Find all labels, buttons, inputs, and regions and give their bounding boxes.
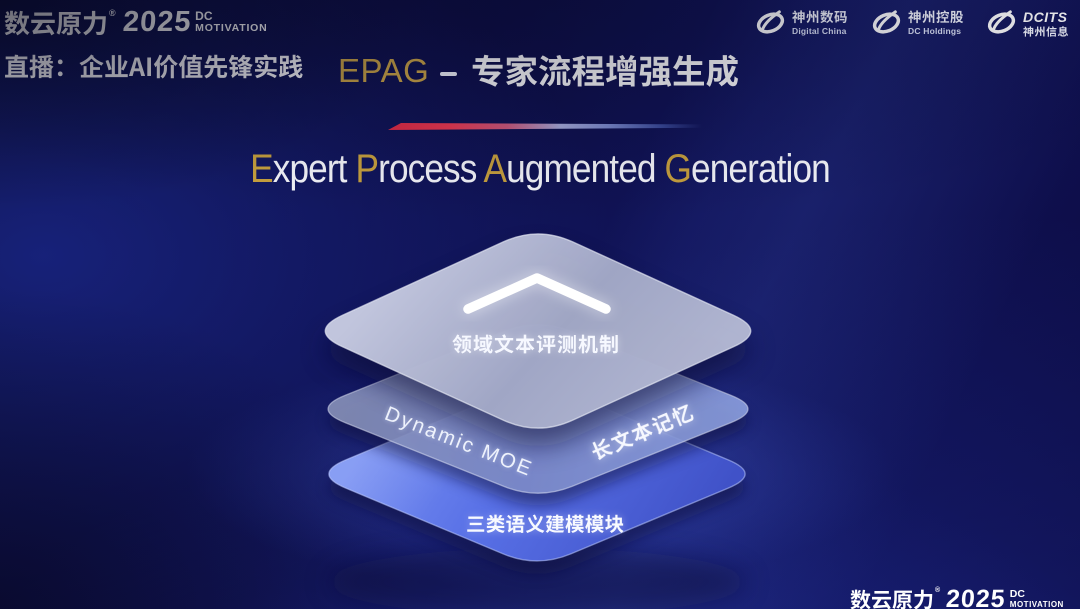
partner-logo-en: DCITS [1023, 8, 1068, 25]
subtitle-en: Expert Process Augmented Generation [65, 147, 1015, 191]
brand-sub-block: DC MOTIVATION [1010, 589, 1064, 609]
partner-logo-text: DC Holdings [908, 10, 964, 36]
partner-logo-cn [1023, 25, 1069, 37]
digital-china-swirl-icon [987, 10, 1016, 34]
partner-logo-digital-china: Digital China [754, 8, 848, 38]
brand-logo-top-left: ® 2025 DC MOTIVATION [4, 6, 268, 38]
brand-sub-motivation: MOTIVATION [1009, 599, 1064, 609]
title-cn [471, 54, 739, 88]
layer-bottom-label [466, 514, 624, 534]
chevron-up-icon [463, 273, 611, 314]
digital-china-swirl-icon [756, 10, 785, 34]
layer-top [324, 233, 752, 447]
partner-logo-cn [908, 10, 964, 24]
page-title: EPAG [338, 53, 739, 89]
brand-year: 2025 [121, 6, 193, 38]
title-code-epag: EPAG [338, 52, 430, 89]
subtitle-word: Process [355, 147, 478, 191]
partner-logo-text: DCITS [1023, 10, 1069, 37]
brand-sub-dc: DC [1009, 588, 1025, 600]
subtitle-word: Expert [250, 147, 347, 191]
stack-ground-shadow [327, 548, 747, 609]
title-dash [440, 72, 458, 76]
partner-logo-dcits: DCITS [985, 8, 1069, 38]
gradient-divider-line [388, 122, 702, 130]
brand-sub-motivation: MOTIVATION [195, 22, 268, 34]
brand-logo-bottom-right: ® 2025 DC MOTIVATION [850, 585, 1064, 609]
layer-top-label [452, 334, 619, 354]
layer-middle-label-right [588, 401, 696, 462]
partner-logo-en: Digital China [792, 25, 847, 36]
partner-logo-cn [792, 10, 848, 24]
live-topic-label [4, 54, 303, 79]
subtitle-word: Augmented [483, 147, 656, 191]
brand-year: 2025 [945, 585, 1007, 609]
partner-logo-en: DC Holdings [908, 25, 962, 36]
brand-sub-dc: DC [195, 9, 213, 23]
registered-mark: ® [935, 587, 941, 594]
partner-logo-dc-holdings: DC Holdings [870, 8, 964, 38]
layer-top-face [324, 233, 752, 429]
brand-name-cn [850, 589, 934, 609]
partner-logo-text: Digital China [792, 10, 848, 36]
brand-sub-block: DC MOTIVATION [195, 10, 267, 34]
brand-name-cn [4, 10, 108, 36]
registered-mark: ® [109, 8, 116, 18]
subtitle-word: Generation [664, 147, 831, 191]
digital-china-swirl-icon [872, 10, 901, 34]
